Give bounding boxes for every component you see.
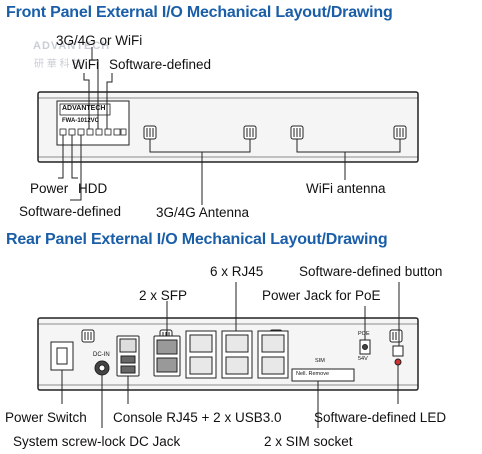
label-dc-jack: System screw-lock DC Jack	[13, 434, 181, 449]
front-panel-title: Front Panel External I/O Mechanical Layo…	[6, 4, 393, 21]
rear-sim-card-text: Nell. Remove	[296, 371, 330, 377]
label-hdd: HDD	[78, 181, 108, 196]
label-wifi: WiFi	[72, 57, 99, 72]
label-6x-rj45: 6 x RJ45	[210, 264, 264, 279]
front-panel-chassis	[37, 91, 419, 163]
rear-sw-button-led	[392, 345, 404, 366]
watermark-logo: ADVANTECH	[33, 40, 111, 52]
rear-dcin-text: DC-IN	[93, 352, 110, 358]
rear-dc-jack	[94, 360, 110, 376]
label-software-defined-top: Software-defined	[109, 57, 212, 72]
label-2x-sfp: 2 x SFP	[139, 288, 188, 303]
label-3g4g-antenna: 3G/4G Antenna	[156, 205, 250, 220]
label-power-switch: Power Switch	[5, 410, 87, 425]
rear-console-block	[116, 335, 140, 377]
rear-sim-socket	[291, 368, 355, 382]
label-power: Power	[30, 181, 69, 196]
label-software-defined-button: Software-defined button	[299, 264, 443, 279]
watermark-chinese: 研 華 科 技	[34, 59, 83, 70]
label-console-rj45-usb: Console RJ45 + 2 x USB3.0	[113, 410, 282, 425]
rear-voltage-text: 54V	[358, 356, 368, 362]
label-3g4g-or-wifi: 3G/4G or WiFi	[56, 33, 143, 48]
label-2x-sim-socket: 2 x SIM socket	[264, 434, 353, 449]
rear-sfp-block	[153, 335, 181, 377]
label-software-defined-led: Software-defined LED	[314, 410, 447, 425]
label-wifi-antenna: WiFi antenna	[306, 181, 386, 196]
rear-sim-text: SIM	[315, 358, 325, 364]
front-led-row	[59, 128, 127, 136]
rear-poe-text: POE	[358, 331, 370, 337]
label-software-defined-bottom: Software-defined	[19, 204, 122, 219]
label-power-jack-poe: Power Jack for PoE	[262, 288, 381, 303]
rear-panel-title: Rear Panel External I/O Mechanical Layou…	[6, 231, 388, 248]
rear-rj45-block	[185, 330, 289, 379]
front-model-text: FWA-1012VC	[62, 118, 100, 124]
front-callout-lines	[58, 47, 401, 205]
rear-poe-jack	[359, 339, 371, 355]
front-logo-text: ADVANTECH	[62, 105, 106, 112]
front-logo-box	[59, 103, 111, 116]
rear-callout-lines	[61, 282, 400, 428]
